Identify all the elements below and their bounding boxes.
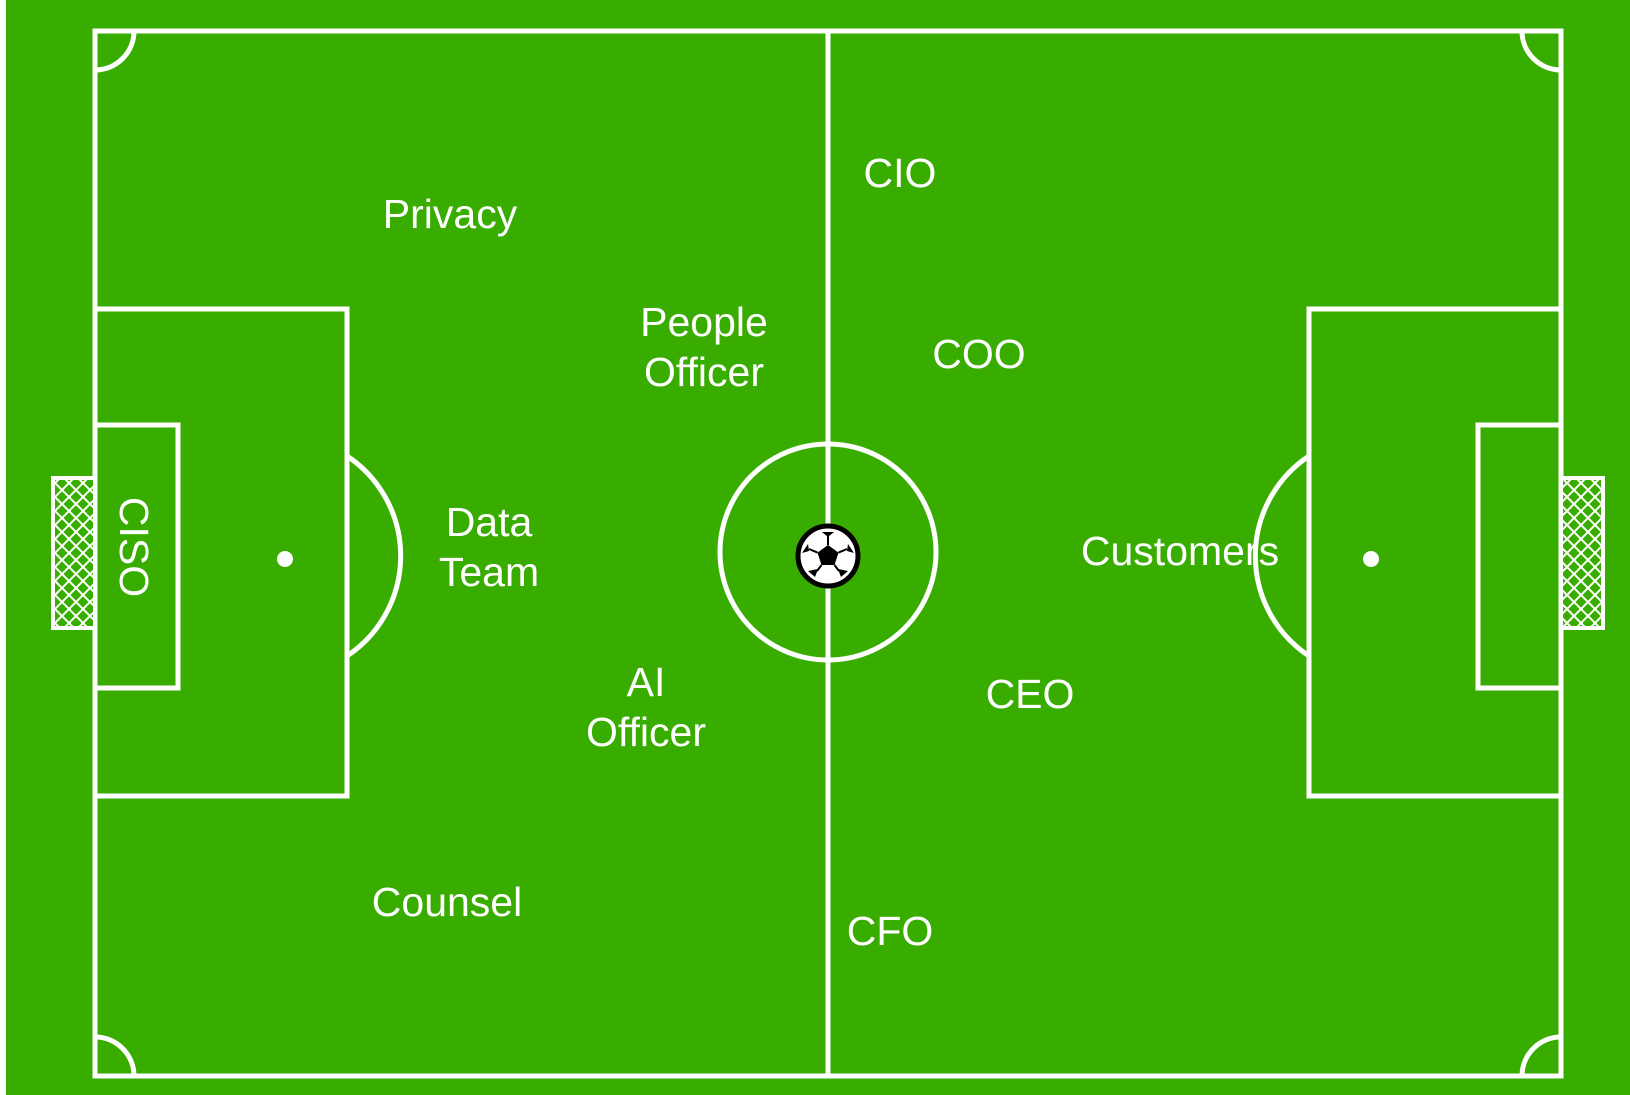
corner-arc-bottom-left [94, 1034, 137, 1077]
label-privacy: Privacy [382, 191, 518, 237]
left-penalty-arc [345, 453, 404, 659]
corner-arc-top-right [1519, 30, 1562, 73]
soccer-pitch [6, 0, 1630, 1095]
left-penalty-spot [277, 551, 293, 567]
label-counsel: Counsel [371, 879, 523, 925]
label-ciso: CISO [111, 496, 157, 598]
label-ai-officer: AI Officer [586, 659, 706, 755]
goal-net-left-icon [51, 476, 97, 630]
corner-arc-top-left [94, 30, 137, 73]
center-circle [717, 441, 939, 663]
right-penalty-arc [1252, 453, 1311, 659]
label-people-officer: People Officer [640, 299, 768, 395]
label-cfo: CFO [846, 908, 934, 954]
label-ceo: CEO [985, 671, 1075, 717]
soccer-ball-icon [795, 523, 861, 589]
label-customers: Customers [1080, 528, 1280, 574]
label-data-team: Data Team [438, 499, 540, 595]
right-penalty-spot [1363, 551, 1379, 567]
label-coo: COO [932, 331, 1026, 377]
corner-arc-bottom-right [1519, 1034, 1562, 1077]
label-cio: CIO [863, 150, 937, 196]
goal-net-right-icon [1559, 476, 1605, 630]
